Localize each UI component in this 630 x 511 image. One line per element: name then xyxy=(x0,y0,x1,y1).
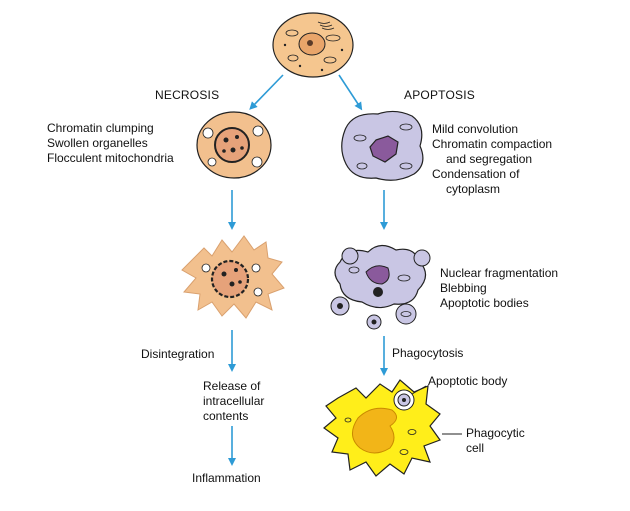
fragmentation-feature-3: Apoptotic bodies xyxy=(440,296,529,310)
necrosis-feature-2: Swollen organelles xyxy=(47,136,148,150)
apoptosis-feature-3: and segregation xyxy=(446,152,533,166)
apoptosis-feature-4: Condensation of xyxy=(432,167,520,181)
fragmentation-feature-2: Blebbing xyxy=(440,281,487,295)
necrosis-feature-3: Flocculent mitochondria xyxy=(47,151,174,165)
apoptotic-body-label: Apoptotic body xyxy=(428,374,508,388)
apoptosis-feature-5: cytoplasm xyxy=(446,182,501,196)
release-line-3: contents xyxy=(203,409,249,423)
swollen-necrotic-cell xyxy=(196,111,272,179)
phagocytosis-label: Phagocytosis xyxy=(392,346,464,360)
normal-cell xyxy=(272,12,354,78)
fragmented-apoptotic-cell xyxy=(330,244,431,330)
arrow-to-apoptosis xyxy=(338,74,363,111)
phagocytic-line-1: Phagocytic xyxy=(466,426,525,440)
necrosis-heading: NECROSIS xyxy=(155,88,220,102)
release-line-1: Release of xyxy=(203,379,261,393)
apoptotic-body-leader xyxy=(411,385,427,395)
disintegrating-cell xyxy=(181,235,285,319)
convoluted-apoptotic-cell xyxy=(341,110,424,181)
apoptosis-feature-2: Chromatin compaction xyxy=(432,137,553,151)
release-line-2: intracellular xyxy=(203,394,265,408)
phagocytic-line-2: cell xyxy=(466,441,485,455)
disintegration-label: Disintegration xyxy=(141,347,215,361)
necrosis-feature-1: Chromatin clumping xyxy=(47,121,154,135)
apoptosis-heading: APOPTOSIS xyxy=(404,88,475,102)
apoptosis-feature-1: Mild convolution xyxy=(432,122,519,136)
phagocytic-cell xyxy=(323,379,441,477)
fragmentation-feature-1: Nuclear fragmentation xyxy=(440,266,559,280)
arrow-to-necrosis xyxy=(249,74,284,110)
inflammation-label: Inflammation xyxy=(192,471,261,485)
